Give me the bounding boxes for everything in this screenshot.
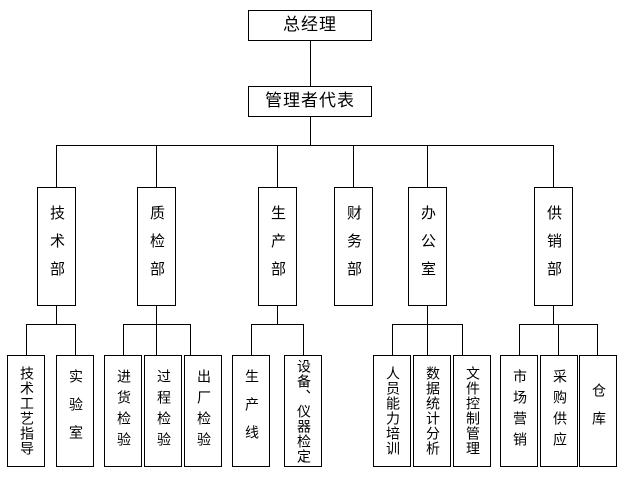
- node-document-control[interactable]: 文件控制管理: [453, 355, 491, 467]
- node-procurement[interactable]: 采购供应: [540, 355, 578, 467]
- node-warehouse[interactable]: 仓库: [579, 355, 617, 467]
- node-outgoing-inspection[interactable]: 出厂检验: [184, 355, 222, 467]
- connector-qc-to-outgoing: [190, 324, 191, 355]
- connector-production-bus: [251, 324, 304, 325]
- connector-qc-stem: [156, 306, 157, 324]
- node-department-supply-sales[interactable]: 供销部: [534, 187, 573, 306]
- node-process-inspection[interactable]: 过程检验: [144, 355, 182, 467]
- connector-gm-to-mr: [310, 41, 311, 86]
- connector-qc-to-incoming: [123, 324, 124, 355]
- connector-qc-bus: [123, 324, 191, 325]
- node-staff-training[interactable]: 人员能力培训: [373, 355, 411, 467]
- node-production-line[interactable]: 生产线: [232, 355, 270, 467]
- node-tech-guide[interactable]: 技术工艺指导: [7, 355, 45, 467]
- connector-supply-stem: [553, 306, 554, 324]
- connector-qc-to-process: [156, 324, 157, 355]
- connector-supply-to-warehouse: [597, 324, 598, 355]
- node-data-analysis[interactable]: 数据统计分析: [413, 355, 451, 467]
- node-department-office[interactable]: 办公室: [408, 187, 447, 306]
- connector-mr-to-bus: [310, 117, 311, 145]
- connector-production-to-equipment: [303, 324, 304, 355]
- node-department-tech[interactable]: 技术部: [37, 187, 76, 306]
- connector-tech-to-guide: [26, 324, 27, 355]
- node-incoming-inspection[interactable]: 进货检验: [104, 355, 142, 467]
- connector-supply-to-marketing: [519, 324, 520, 355]
- node-department-production[interactable]: 生产部: [258, 187, 297, 306]
- connector-tech-bus: [26, 324, 76, 325]
- connector-office-to-document: [462, 324, 463, 355]
- connector-office-stem: [427, 306, 428, 324]
- connector-tech-stem: [56, 306, 57, 324]
- connector-bus-to-tech: [56, 145, 57, 187]
- connector-tech-to-lab: [75, 324, 76, 355]
- connector-bus-to-production: [277, 145, 278, 187]
- connector-supply-to-procurement: [558, 324, 559, 355]
- connector-bus-to-office: [427, 145, 428, 187]
- connector-production-stem: [277, 306, 278, 324]
- connector-office-to-training: [392, 324, 393, 355]
- connector-office-to-data: [427, 324, 428, 355]
- node-management-representative[interactable]: 管理者代表: [248, 86, 372, 117]
- connector-department-bus: [56, 145, 553, 146]
- node-marketing[interactable]: 市场营销: [500, 355, 538, 467]
- node-equipment-calibration[interactable]: 设备、仪器检定: [284, 355, 322, 467]
- node-department-qc[interactable]: 质检部: [137, 187, 176, 306]
- node-lab[interactable]: 实验室: [56, 355, 94, 467]
- node-general-manager[interactable]: 总经理: [248, 10, 372, 41]
- connector-bus-to-qc: [156, 145, 157, 187]
- connector-bus-to-supply-sales: [553, 145, 554, 187]
- connector-bus-to-finance: [353, 145, 354, 187]
- connector-production-to-line: [251, 324, 252, 355]
- node-department-finance[interactable]: 财务部: [334, 187, 373, 306]
